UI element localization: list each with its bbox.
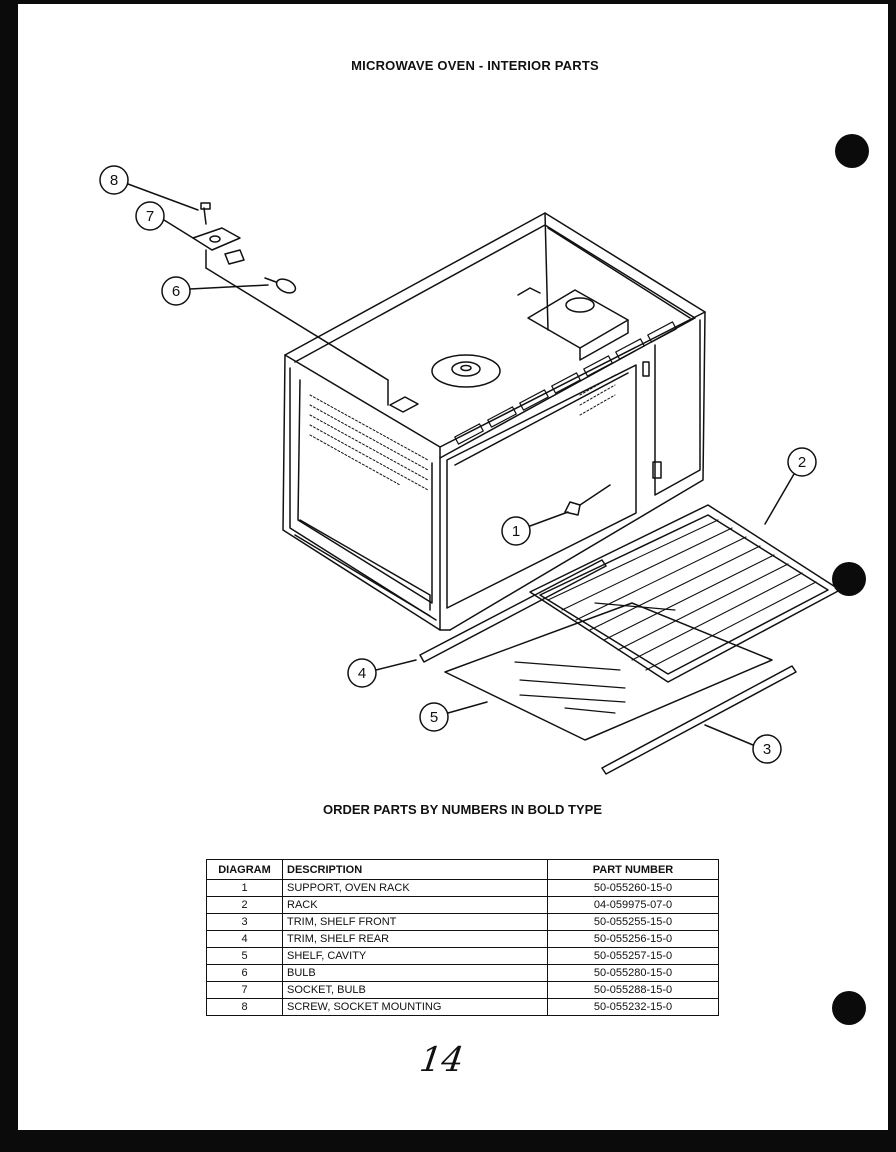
cell-part-number: 50-055257-15-0 [547,947,719,965]
header-description: DESCRIPTION [282,859,548,880]
punch-hole-top [835,134,869,168]
callout-3: 3 [763,741,771,758]
cell-part-number: 50-055256-15-0 [547,930,719,948]
cell-description: TRIM, SHELF FRONT [282,913,548,931]
cell-description: SCREW, SOCKET MOUNTING [282,998,548,1016]
table-row: 6 BULB 50-055280-15-0 [206,964,719,982]
callout-1: 1 [512,523,520,540]
scan-border-left [0,0,18,1152]
oven-rack [529,504,841,683]
cell-part-number: 50-055255-15-0 [547,913,719,931]
scan-border-top [0,0,896,4]
cell-description: SHELF, CAVITY [282,947,548,965]
callout-6: 6 [172,283,180,300]
table-row: 7 SOCKET, BULB 50-055288-15-0 [206,981,719,999]
page-number: 14 [417,1040,467,1080]
scan-border-right [888,0,896,1152]
scan-border-bottom [0,1130,896,1152]
callout-5: 5 [430,709,438,726]
cell-part-number: 50-055280-15-0 [547,964,719,982]
table-row: 5 SHELF, CAVITY 50-055257-15-0 [206,947,719,965]
trim-shelf-rear [419,559,607,663]
cell-part-number: 04-059975-07-0 [547,896,719,914]
cell-diagram: 1 [206,879,283,897]
callouts [99,165,817,764]
cell-description: SUPPORT, OVEN RACK [282,879,548,897]
callout-2: 2 [798,454,806,471]
cell-part-number: 50-055288-15-0 [547,981,719,999]
table-row: 3 TRIM, SHELF FRONT 50-055255-15-0 [206,913,719,931]
order-note: ORDER PARTS BY NUMBERS IN BOLD TYPE [322,802,603,817]
cell-diagram: 8 [206,998,283,1016]
cell-diagram: 4 [206,930,283,948]
table-row: 1 SUPPORT, OVEN RACK 50-055260-15-0 [206,879,719,897]
header-diagram: DIAGRAM [206,859,283,880]
parts-table: DIAGRAM DESCRIPTION PART NUMBER 1 SUPPOR… [206,859,719,1016]
table-header-row: DIAGRAM DESCRIPTION PART NUMBER [206,859,719,880]
cell-diagram: 7 [206,981,283,999]
trim-shelf-front [601,665,797,775]
exploded-parts-diagram: 1 2 3 4 5 6 7 8 [99,165,841,775]
cell-diagram: 6 [206,964,283,982]
callout-8: 8 [110,172,118,189]
cell-diagram: 5 [206,947,283,965]
page-title: MICROWAVE OVEN - INTERIOR PARTS [351,58,599,73]
punch-hole-middle [832,562,866,596]
cell-diagram: 3 [206,913,283,931]
callout-7: 7 [146,208,154,225]
callout-labels: 1 2 3 4 5 6 7 8 [110,172,806,758]
shelf-cavity [444,602,773,741]
punch-hole-bottom [832,991,866,1025]
cell-description: RACK [282,896,548,914]
cell-description: TRIM, SHELF REAR [282,930,548,948]
cell-description: BULB [282,964,548,982]
callout-4: 4 [358,665,366,682]
table-row: 4 TRIM, SHELF REAR 50-055256-15-0 [206,930,719,948]
table-row: 2 RACK 04-059975-07-0 [206,896,719,914]
table-row: 8 SCREW, SOCKET MOUNTING 50-055232-15-0 [206,998,719,1016]
cell-description: SOCKET, BULB [282,981,548,999]
cell-diagram: 2 [206,896,283,914]
cell-part-number: 50-055232-15-0 [547,998,719,1016]
oven-cabinet [282,212,706,631]
header-part-number: PART NUMBER [547,859,719,880]
cell-part-number: 50-055260-15-0 [547,879,719,897]
